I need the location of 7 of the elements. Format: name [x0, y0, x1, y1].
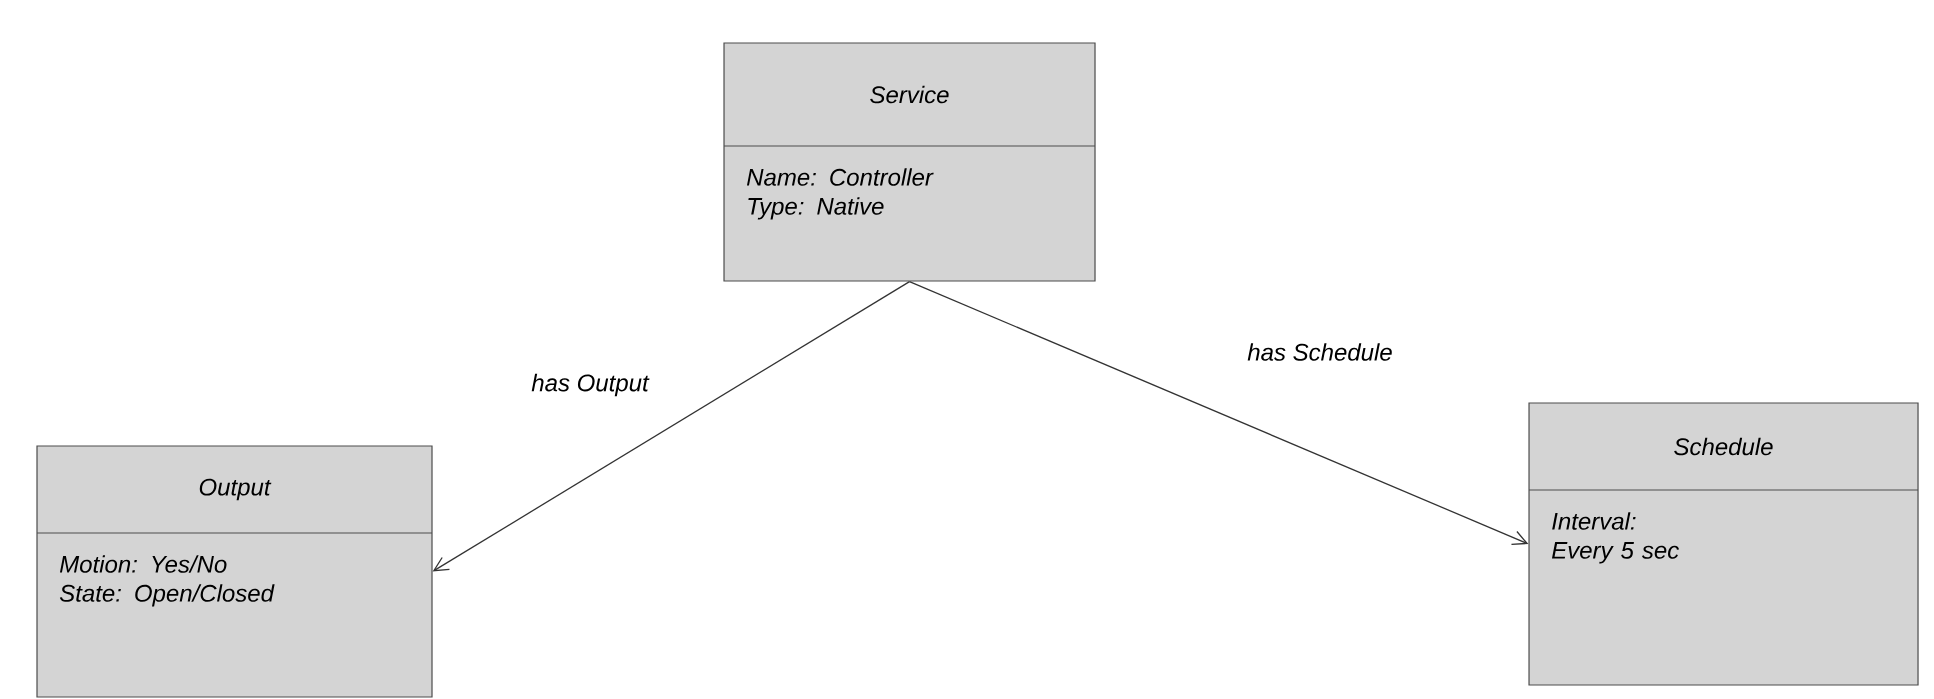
- class-box: Output Motion: Yes/No State: Open/Closed: [36, 445, 433, 698]
- arrow: [432, 280, 911, 572]
- edge-label: has Output: [529, 371, 651, 399]
- class-box: Schedule Interval: Every 5 sec: [1528, 402, 1919, 686]
- arrow: [908, 280, 1529, 546]
- class-box: Service Name: Controller Type: Native: [723, 42, 1096, 282]
- edge-label: has Schedule: [1245, 341, 1395, 363]
